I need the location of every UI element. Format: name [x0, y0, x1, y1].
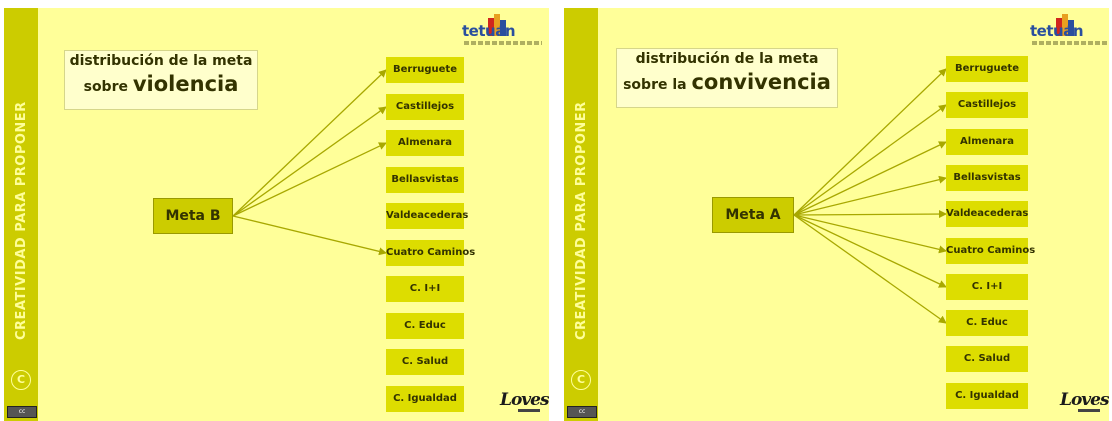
- target-castillejos[interactable]: Castillejos: [946, 92, 1028, 118]
- arrow-to-castillejos: [793, 104, 947, 216]
- arrow-to-bellasvistas: [793, 175, 947, 216]
- loves-logo-underline: [518, 409, 540, 412]
- target-castillejos[interactable]: Castillejos: [386, 94, 464, 120]
- meta-a-box[interactable]: Meta A: [712, 197, 794, 233]
- loves-logo-underline: [1078, 409, 1100, 412]
- title-keyword: violencia: [132, 72, 239, 96]
- arrow-to-c-i-i: [793, 214, 947, 288]
- target-valdeacederas[interactable]: Valdeacederas: [946, 201, 1028, 227]
- arrow-to-c-educ: [793, 214, 947, 324]
- target-c-educ[interactable]: C. Educ: [386, 313, 464, 339]
- tetuan-mark-icon: [488, 14, 506, 36]
- target-c-igualdad[interactable]: C. Igualdad: [946, 383, 1028, 409]
- title-line-2: sobre violencia: [65, 71, 257, 100]
- c-badge-icon: C: [571, 370, 591, 390]
- target-cuatro-caminos[interactable]: Cuatro Caminos: [386, 240, 475, 266]
- arrow-to-valdeacederas: [793, 210, 947, 219]
- target-bellasvistas[interactable]: Bellasvistas: [946, 165, 1028, 191]
- diagram-title: distribución de la meta sobre violencia: [64, 50, 258, 110]
- sidebar: CREATIVIDAD PARA PROPONER C cc: [4, 8, 38, 421]
- sidebar-title: CREATIVIDAD PARA PROPONER: [574, 101, 589, 340]
- target-c-salud[interactable]: C. Salud: [946, 346, 1028, 372]
- loves-logo-text: Loves: [1060, 390, 1109, 410]
- slide-meta-a: CREATIVIDAD PARA PROPONER C cc distribuc…: [564, 8, 1109, 421]
- target-almenara[interactable]: Almenara: [386, 130, 464, 156]
- arrow-to-almenara: [793, 141, 947, 216]
- target-berruguete[interactable]: Berruguete: [386, 57, 464, 83]
- tetuan-mark-icon: [1056, 14, 1074, 36]
- target-c-i-i[interactable]: C. I+I: [386, 276, 464, 302]
- arrow-to-castillejos: [232, 106, 387, 217]
- tetuan-logo-text: tetuán: [1030, 22, 1084, 40]
- target-c-i-i[interactable]: C. I+I: [946, 274, 1028, 300]
- loves-logo: Loves: [1060, 390, 1109, 416]
- title-line-2: sobre la convivencia: [617, 69, 837, 98]
- title-keyword: convivencia: [691, 70, 831, 94]
- sidebar: CREATIVIDAD PARA PROPONER C cc: [564, 8, 598, 421]
- tetuan-logo: tetuán: [462, 12, 544, 52]
- tetuan-logo-subtitle: [464, 41, 542, 45]
- loves-logo-text: Loves: [500, 390, 549, 410]
- title-prefix: sobre la: [623, 77, 692, 93]
- c-badge-icon: C: [11, 370, 31, 390]
- cc-license-icon: cc: [567, 406, 597, 418]
- target-almenara[interactable]: Almenara: [946, 129, 1028, 155]
- cc-license-icon: cc: [7, 406, 37, 418]
- diagram-title: distribución de la meta sobre la convive…: [616, 48, 838, 108]
- tetuan-logo-text: tetuán: [462, 22, 516, 40]
- slide-meta-b: CREATIVIDAD PARA PROPONER C cc distribuc…: [4, 8, 549, 421]
- sidebar-title: CREATIVIDAD PARA PROPONER: [14, 101, 29, 340]
- target-berruguete[interactable]: Berruguete: [946, 56, 1028, 82]
- target-c-igualdad[interactable]: C. Igualdad: [386, 386, 464, 412]
- arrow-to-cuatro-caminos: [232, 215, 387, 256]
- title-prefix: sobre: [83, 79, 133, 95]
- target-c-educ[interactable]: C. Educ: [946, 310, 1028, 336]
- title-line-1: distribución de la meta: [635, 51, 819, 67]
- meta-b-box[interactable]: Meta B: [153, 198, 233, 234]
- arrow-to-cuatro-caminos: [793, 214, 947, 254]
- title-line-1: distribución de la meta: [69, 53, 253, 69]
- target-cuatro-caminos[interactable]: Cuatro Caminos: [946, 238, 1035, 264]
- loves-logo: Loves: [500, 390, 549, 416]
- tetuan-logo-subtitle: [1032, 41, 1109, 45]
- target-c-salud[interactable]: C. Salud: [386, 349, 464, 375]
- tetuan-logo: tetuán: [1030, 12, 1109, 52]
- target-valdeacederas[interactable]: Valdeacederas: [386, 203, 468, 229]
- target-bellasvistas[interactable]: Bellasvistas: [386, 167, 464, 193]
- arrow-to-almenara: [232, 142, 387, 217]
